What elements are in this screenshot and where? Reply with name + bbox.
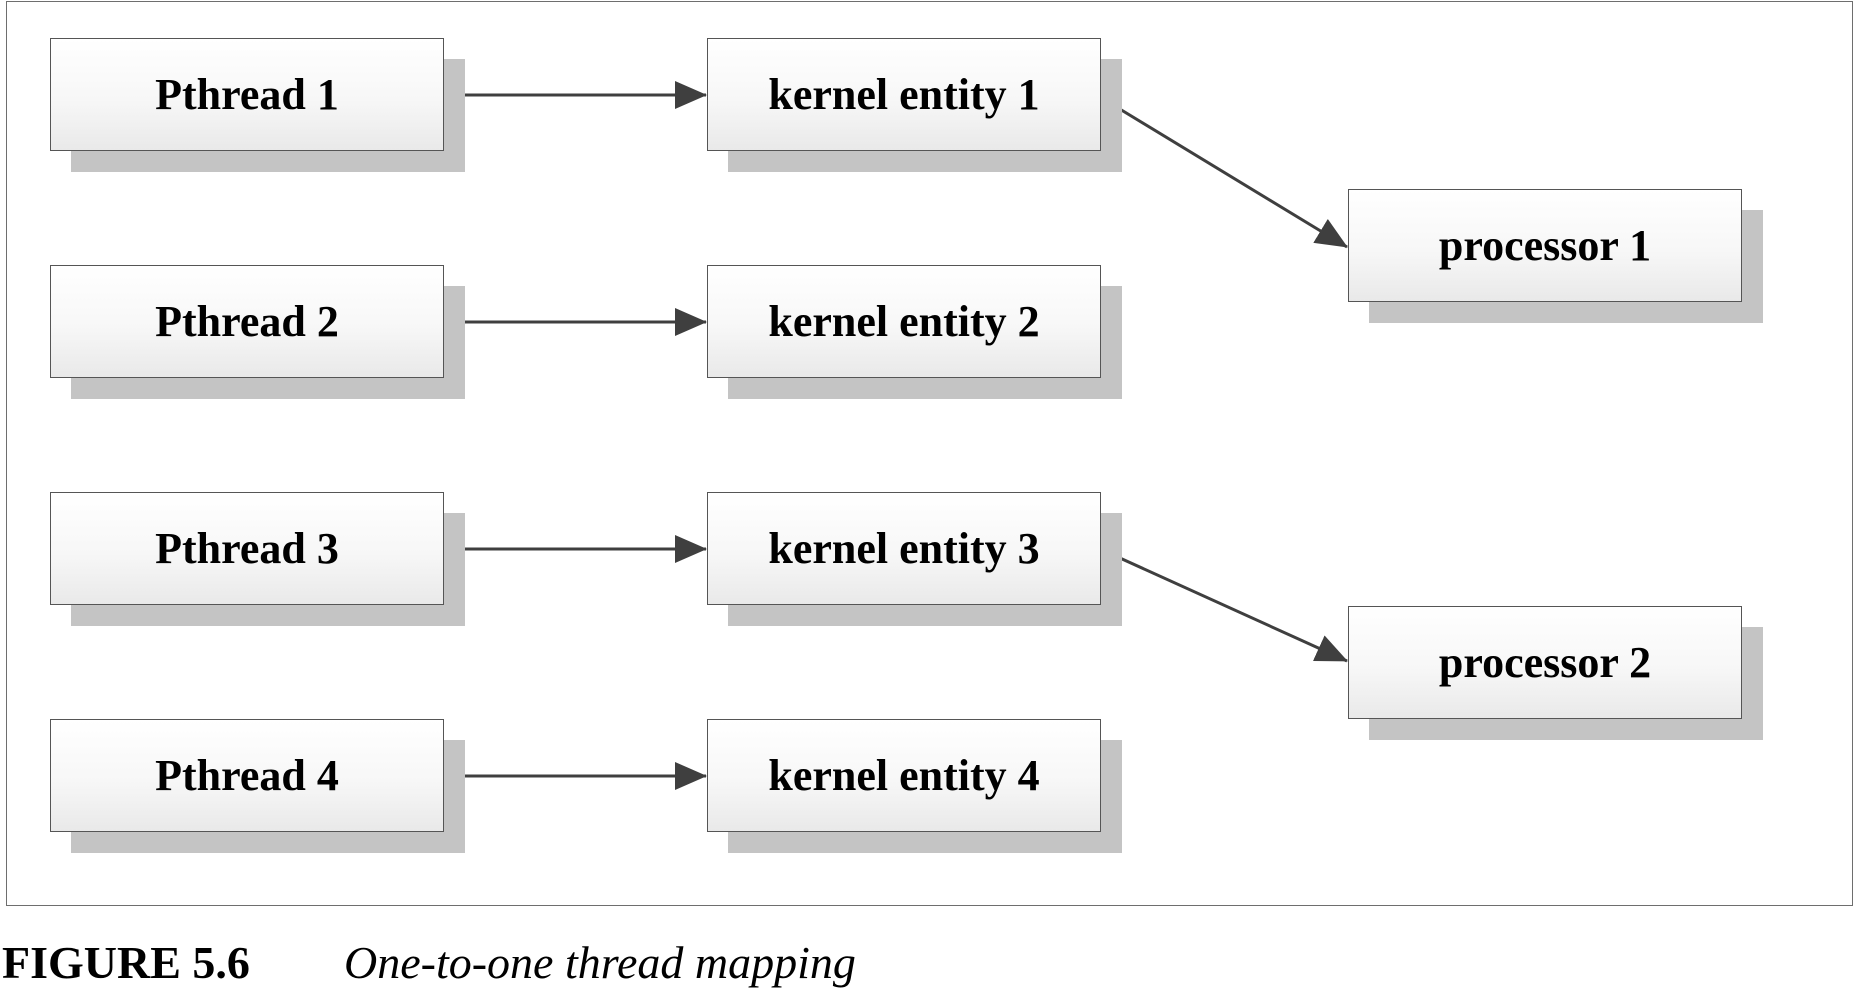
processor-2-node: processor 2 <box>1348 606 1763 740</box>
node-box: kernel entity 1 <box>707 38 1101 151</box>
node-label: kernel entity 3 <box>768 524 1040 573</box>
node-label: kernel entity 1 <box>768 70 1040 119</box>
pthread-3-node: Pthread 3 <box>50 492 465 626</box>
diagram-frame <box>6 1 1853 906</box>
processor-1-node: processor 1 <box>1348 189 1763 323</box>
node-box: Pthread 4 <box>50 719 444 832</box>
node-box: kernel entity 3 <box>707 492 1101 605</box>
node-label: Pthread 1 <box>155 70 339 119</box>
figure-title: One-to-one thread mapping <box>344 937 856 988</box>
kernel-entity-3-node: kernel entity 3 <box>707 492 1122 626</box>
node-label: kernel entity 2 <box>768 297 1040 346</box>
node-box: Pthread 3 <box>50 492 444 605</box>
node-label: processor 2 <box>1438 638 1652 687</box>
node-label: Pthread 3 <box>155 524 339 573</box>
node-box: processor 1 <box>1348 189 1742 302</box>
kernel-entity-4-node: kernel entity 4 <box>707 719 1122 853</box>
node-label: Pthread 4 <box>155 751 339 800</box>
node-box: kernel entity 2 <box>707 265 1101 378</box>
pthread-4-node: Pthread 4 <box>50 719 465 853</box>
node-label: Pthread 2 <box>155 297 339 346</box>
node-box: Pthread 2 <box>50 265 444 378</box>
node-label: kernel entity 4 <box>768 751 1040 800</box>
kernel-entity-2-node: kernel entity 2 <box>707 265 1122 399</box>
pthread-2-node: Pthread 2 <box>50 265 465 399</box>
figure-number: FIGURE 5.6 <box>2 937 250 988</box>
node-box: Pthread 1 <box>50 38 444 151</box>
node-label: processor 1 <box>1438 221 1652 270</box>
pthread-1-node: Pthread 1 <box>50 38 465 172</box>
kernel-entity-1-node: kernel entity 1 <box>707 38 1122 172</box>
node-box: kernel entity 4 <box>707 719 1101 832</box>
figure-caption: FIGURE 5.6 One-to-one thread mapping <box>2 936 856 992</box>
node-box: processor 2 <box>1348 606 1742 719</box>
